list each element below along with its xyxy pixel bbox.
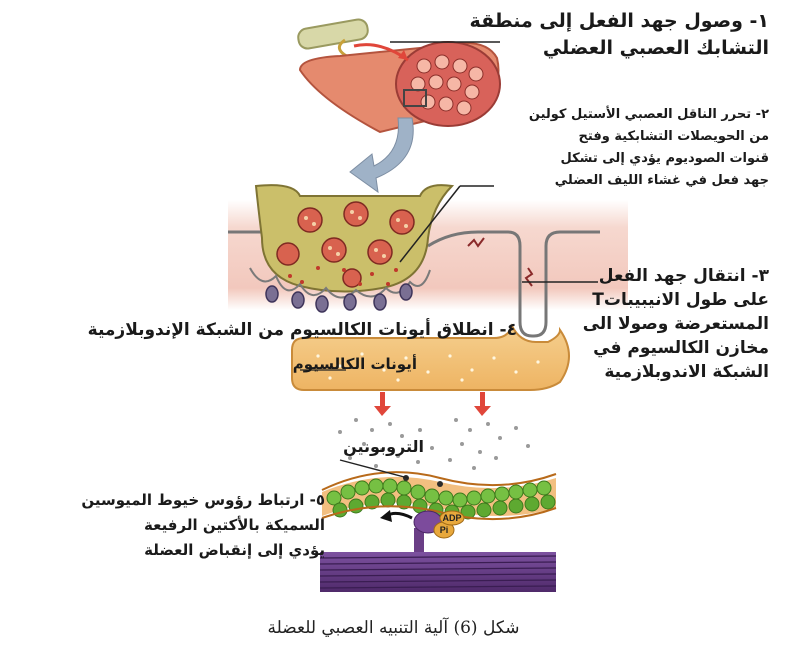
step2-line4: جهد فعل في غشاء الليف العضلي bbox=[529, 170, 769, 192]
leader-line-troponin bbox=[340, 460, 408, 478]
actin-filament bbox=[322, 472, 556, 519]
step3-line2: على طول الانيبيباتT bbox=[583, 288, 769, 312]
step5-line3: يؤدي إلى إنقباض العضلة bbox=[81, 538, 325, 563]
step3-line1: ٣- انتقال جهد الفعل bbox=[583, 264, 769, 288]
step2-line3: قنوات الصوديوم يؤدي إلى تشكل bbox=[529, 148, 769, 170]
step3-line3: المستعرضة وصولا الى bbox=[583, 312, 769, 336]
step1-line1: ١- وصول جهد الفعل إلى منطقة bbox=[470, 8, 769, 35]
step2-line1: ٢- تحرر الناقل العصبي الأستيل كولين bbox=[529, 104, 769, 126]
step4-label: ٤- انطلاق أيونات الكالسيوم من الشبكة الإ… bbox=[88, 320, 517, 340]
calcium-release-arrows bbox=[374, 392, 491, 416]
step3-label: ٣- انتقال جهد الفعل على طول الانيبيباتT … bbox=[583, 264, 769, 384]
step4-line1: ٤- انطلاق أيونات الكالسيوم من الشبكة الإ… bbox=[88, 320, 517, 340]
myosin-head: ADP Pi bbox=[414, 511, 464, 554]
step1-line2: التشابك العصبي العضلي bbox=[470, 35, 769, 62]
step3-line5: الشبكة الاندوبلازمية bbox=[583, 360, 769, 384]
calcium-ions-label: أيونات الكالسيوم bbox=[293, 355, 417, 373]
power-stroke-arrowhead bbox=[380, 510, 392, 522]
pi-label: Pi bbox=[440, 525, 449, 535]
step2-label: ٢- تحرر الناقل العصبي الأستيل كولين من ا… bbox=[529, 104, 769, 192]
troponin-label: التروبونين bbox=[343, 437, 424, 456]
step5-line1: ٥- ارتباط رؤوس خيوط الميوسين bbox=[81, 488, 325, 513]
step1-label: ١- وصول جهد الفعل إلى منطقة التشابك العص… bbox=[470, 8, 769, 62]
step2-line2: من الحويصلات التشابكية وفتح bbox=[529, 126, 769, 148]
step3-line4: مخازن الكالسيوم في bbox=[583, 336, 769, 360]
step5-line2: السميكة بالأكتين الرفيعة bbox=[81, 513, 325, 538]
figure-caption: شكل (6) آلية التنبيه العصبي للعضلة bbox=[0, 618, 787, 638]
adp-label: ADP bbox=[442, 513, 461, 523]
step5-label: ٥- ارتباط رؤوس خيوط الميوسين السميكة بال… bbox=[81, 488, 325, 563]
